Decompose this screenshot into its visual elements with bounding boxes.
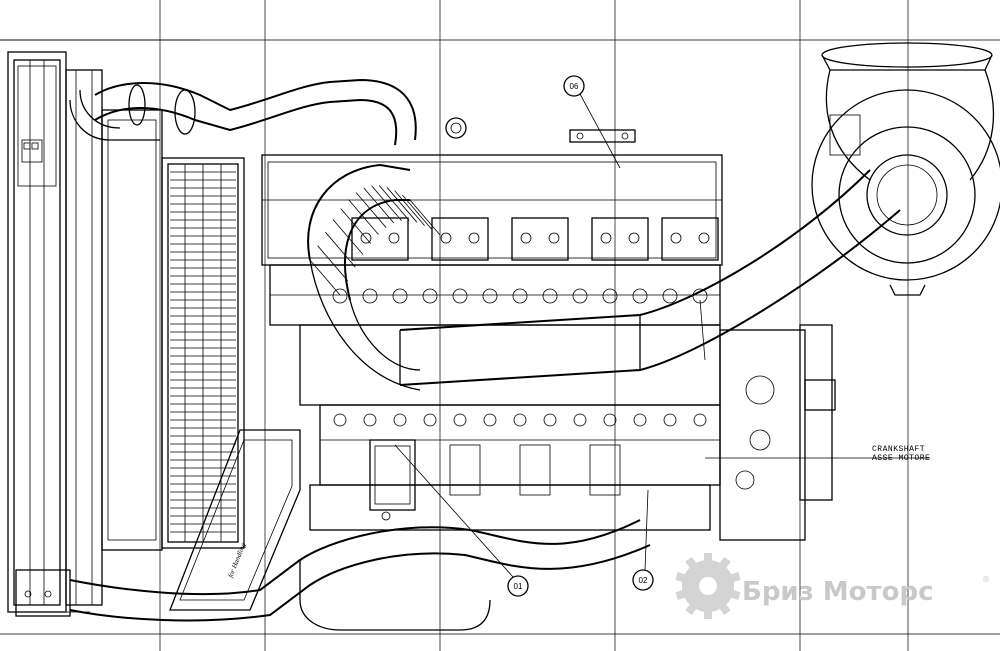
gear-tooth — [704, 609, 712, 619]
head-bolt — [670, 232, 682, 244]
rocker-cover-cap — [431, 217, 489, 261]
gear-tooth — [718, 556, 731, 570]
head-bolt — [548, 232, 560, 244]
block-boss — [482, 288, 498, 304]
gear-tooth — [728, 571, 741, 583]
elbow-rib — [371, 185, 402, 221]
block-boss — [392, 288, 408, 304]
block-boss — [603, 413, 617, 427]
radiator-assembly — [7, 51, 163, 617]
gear-tooth — [675, 589, 688, 601]
elbow-rib — [309, 259, 341, 296]
block-boss — [422, 288, 438, 304]
rocker-cover-cap — [511, 217, 569, 261]
elbow-rib — [317, 245, 348, 282]
block-boss — [453, 413, 467, 427]
head-bolt — [698, 232, 710, 244]
gear-tooth — [675, 571, 688, 583]
rocker-cover-cap — [591, 217, 649, 261]
block-boss — [332, 288, 348, 304]
block-boss — [572, 288, 588, 304]
crankcase-rib — [449, 444, 481, 496]
fan-guard-bars — [170, 164, 236, 542]
lifting-frame: for Handling — [169, 429, 301, 611]
block-boss — [602, 288, 618, 304]
crankshaft-label: CRANKSHAFT — [872, 445, 925, 454]
callout-01: 01 — [394, 444, 529, 597]
block-boss — [363, 413, 377, 427]
gear-tooth — [718, 602, 731, 616]
air-filter — [811, 42, 1000, 296]
block-boss — [452, 288, 468, 304]
cylinder-details — [332, 217, 719, 496]
elbow-rib — [378, 185, 410, 221]
lower-coolant-pipe — [69, 519, 651, 631]
watermark-brand: Бриз Моторс — [742, 577, 934, 607]
block-boss — [693, 413, 707, 427]
head-bolt — [628, 232, 640, 244]
block-boss — [362, 288, 378, 304]
block-boss — [633, 413, 647, 427]
engine-block — [261, 154, 723, 531]
crankshaft-annotation: CRANKSHAFT ASSE MOTORE — [872, 445, 930, 463]
head-bolt — [388, 232, 400, 244]
block-boss — [632, 288, 648, 304]
asse-motore-label: ASSE MOTORE — [872, 454, 930, 463]
block-boss — [393, 413, 407, 427]
gear-tooth — [704, 553, 712, 563]
elbow-rib — [386, 187, 418, 223]
rocker-cover-cap — [351, 217, 409, 261]
head-bolt — [360, 232, 372, 244]
head-bolt — [600, 232, 612, 244]
block-boss — [513, 413, 527, 427]
gear-icon — [675, 553, 741, 619]
elbow-rib — [325, 231, 356, 268]
gear-tooth — [685, 602, 698, 616]
elbow-rib — [409, 199, 441, 236]
callout-06: 06 — [563, 75, 621, 169]
block-boss — [542, 288, 558, 304]
crankcase-rib — [519, 444, 551, 496]
block-boss — [663, 413, 677, 427]
block-boss — [423, 413, 437, 427]
callout-01-label: 01 — [514, 582, 523, 591]
elbow-rib — [348, 199, 379, 235]
elbow-rib — [402, 194, 433, 231]
turbocharger — [445, 117, 636, 143]
block-boss — [333, 413, 347, 427]
head-bolt — [468, 232, 480, 244]
elbow-rib — [394, 190, 425, 226]
gear-tooth — [728, 589, 741, 601]
block-boss — [483, 413, 497, 427]
block-boss — [512, 288, 528, 304]
oil-filter — [369, 439, 416, 521]
elbow-rib — [363, 187, 395, 224]
callout-02: 02 — [632, 489, 654, 591]
watermark: Бриз Моторс ® — [675, 553, 990, 619]
elbow-rib — [332, 219, 364, 255]
charge-air-pipe — [399, 169, 901, 386]
callout-06-label: 06 — [570, 82, 579, 91]
block-boss — [543, 413, 557, 427]
elbow-rib — [355, 192, 387, 228]
watermark-registered-mark: ® — [982, 575, 990, 584]
elbow-rib — [340, 208, 372, 244]
callout-02-label: 02 — [639, 576, 648, 585]
intake-elbow-ribs — [309, 185, 441, 296]
frame-logo-text: for Handling — [226, 542, 247, 579]
head-bolt — [520, 232, 532, 244]
gear-tooth — [685, 556, 698, 570]
rocker-cover-cap — [661, 217, 719, 261]
crankcase-rib — [589, 444, 621, 496]
flywheel-housing — [719, 324, 836, 541]
block-boss — [573, 413, 587, 427]
block-boss — [662, 288, 678, 304]
upper-coolant-pipe — [69, 78, 417, 146]
head-bolt — [440, 232, 452, 244]
